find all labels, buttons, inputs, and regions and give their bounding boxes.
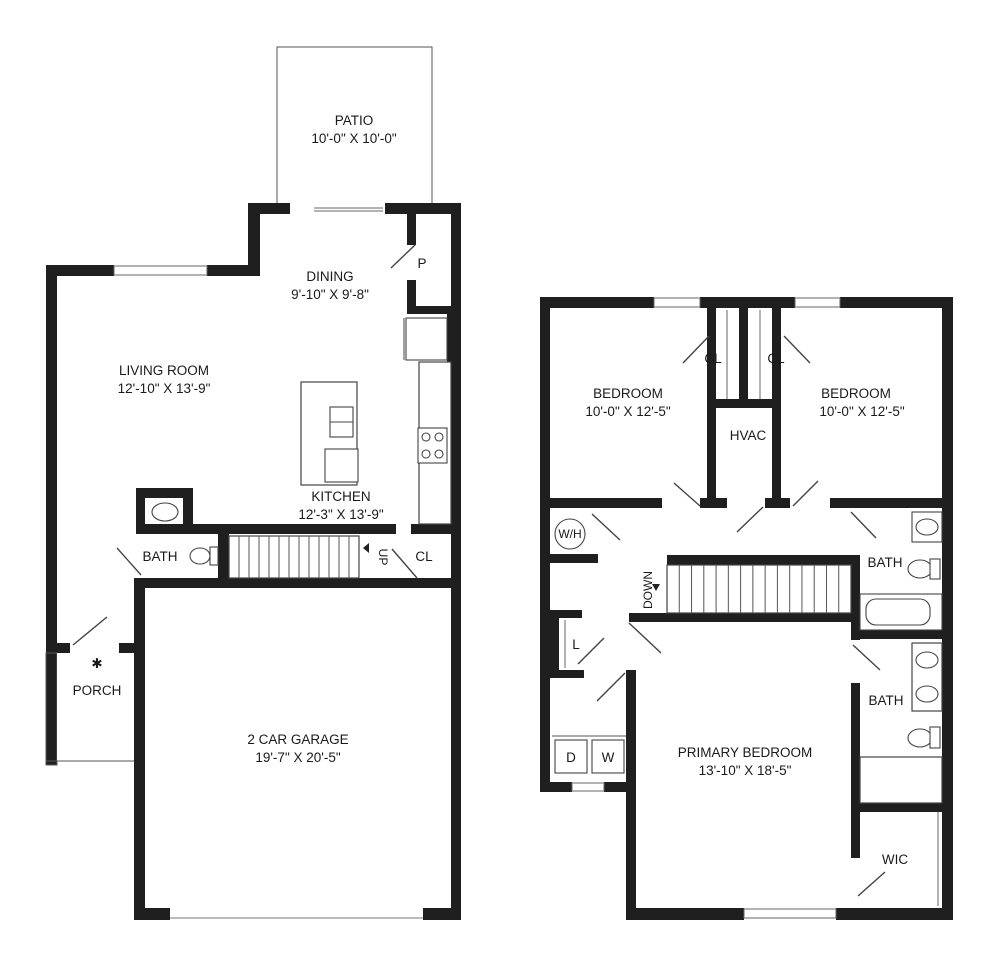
hall-toilet: [907, 559, 933, 579]
dryer-label: D: [566, 750, 576, 765]
stairs-down: [652, 564, 852, 614]
primary-vanity: [911, 642, 943, 712]
washer-label: W: [602, 750, 615, 765]
dining-size: 9'-10" X 9'-8": [291, 287, 369, 302]
fridge: [405, 317, 448, 361]
porch-light-icon: ✱: [91, 656, 102, 671]
water-heater-label: W/H: [558, 527, 581, 541]
range: [417, 427, 448, 464]
hvac-label: HVAC: [730, 428, 767, 443]
patio-size: 10'-0" X 10'-0": [311, 131, 396, 146]
bedroom-left-size: 10'-0" X 12'-5": [585, 404, 670, 419]
primary-bath-label: BATH: [868, 693, 903, 708]
closet-left-label: CL: [704, 351, 722, 366]
garage-label: 2 CAR GARAGE: [247, 732, 348, 747]
porch-floor: [57, 653, 133, 761]
closet-down-label: CL: [415, 549, 433, 564]
washer: [591, 739, 625, 774]
living-label: LIVING ROOM: [119, 363, 209, 378]
pantry-label: P: [417, 256, 426, 271]
closet-right-label: CL: [767, 351, 785, 366]
kitchen-size: 12'-3" X 13'-9": [298, 507, 383, 522]
bedroom-right-window: [794, 297, 841, 308]
primary-label: PRIMARY BEDROOM: [678, 745, 813, 760]
pantry-door: [390, 244, 416, 269]
garage-size: 19'-7" X 20'-5": [255, 750, 340, 765]
dryer: [554, 739, 588, 774]
stairs-down-label: DOWN: [641, 571, 655, 609]
primary-size: 13'-10" X 18'-5": [699, 763, 792, 778]
dishwasher: [324, 448, 359, 483]
living-window: [113, 265, 208, 276]
bath-door: [116, 547, 142, 576]
primary-window: [743, 908, 837, 919]
water-heater: [554, 518, 586, 550]
bedroom-left-window: [653, 297, 701, 308]
second-floor-walls: [540, 297, 953, 920]
closet-door: [391, 548, 418, 579]
garage-door-opening: [170, 909, 423, 920]
dining-label: DINING: [306, 269, 353, 284]
bedroom-left-label: BEDROOM: [593, 386, 663, 401]
bedroom-right-size: 10'-0" X 12'-5": [819, 404, 904, 419]
kitchen-label: KITCHEN: [311, 489, 370, 504]
stairs-up: [228, 535, 369, 579]
bath-down-label: BATH: [142, 549, 177, 564]
living-size: 12'-10" X 13'-9": [118, 381, 211, 396]
laundry-window: [571, 782, 605, 792]
wic-label: WIC: [882, 852, 908, 867]
porch-label: PORCH: [73, 683, 122, 698]
primary-shower: [859, 756, 943, 804]
bath-sink: [151, 502, 179, 522]
second-floor: BEDROOM 10'-0" X 12'-5" BEDROOM 10'-0" X…: [540, 297, 953, 920]
first-floor: ✱ PATIO 10'-0" X 10'-0" DINING 9'-10" X …: [45, 46, 461, 920]
toilet: [189, 547, 211, 565]
bedroom-right-label: BEDROOM: [821, 386, 891, 401]
kitchen-island: [300, 381, 358, 486]
porch-door: [72, 616, 108, 646]
hall-bath-label: BATH: [867, 555, 902, 570]
first-floor-walls: [46, 203, 461, 920]
patio-label: PATIO: [335, 113, 374, 128]
linen-label: L: [572, 637, 580, 652]
primary-toilet: [907, 728, 933, 748]
stairs-up-label: UP: [376, 549, 390, 566]
